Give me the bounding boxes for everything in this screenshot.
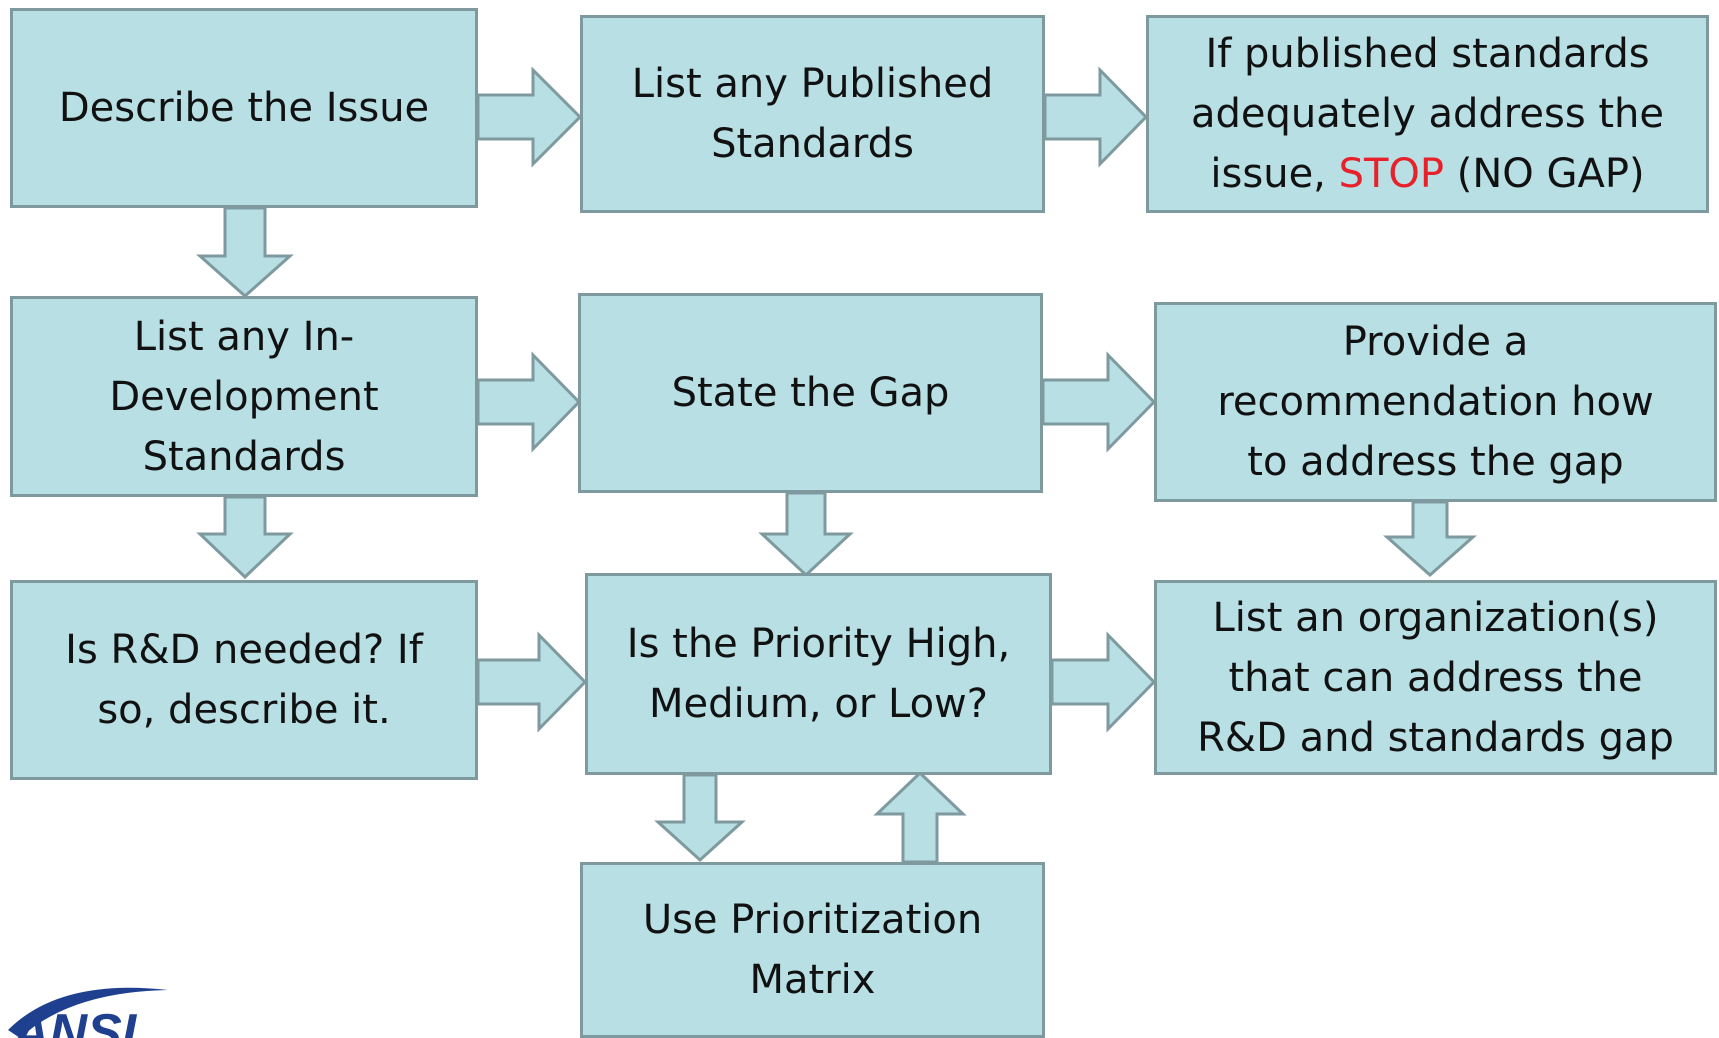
box-in-development-standards-label: List any In-Development Standards <box>109 313 379 480</box>
box-organizations: List an organization(s) that can address… <box>1154 580 1717 775</box>
box-published-standards-label: List any Published Standards <box>631 61 994 167</box>
box-prioritization-matrix-label: Use Prioritization Matrix <box>642 897 983 1003</box>
arrow-down-recommendation-to-organizations <box>1383 500 1477 578</box>
box-stop-no-gap: If published standards adequately addres… <box>1146 15 1709 213</box>
arrow-down-gap-to-priority <box>758 491 854 578</box>
arrow-up-matrix-to-priority <box>873 770 967 864</box>
arrow-right-describe-to-published <box>476 66 583 168</box>
box-published-standards: List any Published Standards <box>580 15 1045 213</box>
box-in-development-standards: List any In-Development Standards <box>10 296 478 497</box>
box-recommendation: Provide a recommendation how to address … <box>1154 302 1717 502</box>
box-recommendation-label: Provide a recommendation how to address … <box>1217 319 1654 485</box>
box-describe-issue-label: Describe the Issue <box>58 85 430 131</box>
box-prioritization-matrix: Use Prioritization Matrix <box>580 862 1045 1038</box>
arrow-down-describe-to-indev <box>196 206 294 299</box>
box-state-gap: State the Gap <box>578 293 1043 493</box>
ansi-logo-text: ANSI <box>10 1004 138 1038</box>
arrow-right-indev-to-gap <box>476 351 582 453</box>
arrow-down-indev-to-rd <box>196 495 294 580</box>
stop-text-before: If published standards adequately addres… <box>1190 31 1665 197</box>
box-rd-needed: Is R&D needed? If so, describe it. <box>10 580 478 780</box>
stop-keyword: STOP <box>1338 151 1445 197</box>
stop-text-after: (NO GAP) <box>1444 151 1645 197</box>
box-organizations-label: List an organization(s) that can address… <box>1197 594 1674 761</box>
arrow-right-gap-to-recommendation <box>1041 351 1157 453</box>
arrow-down-priority-to-matrix <box>654 773 746 863</box>
box-rd-needed-label: Is R&D needed? If so, describe it. <box>65 627 423 733</box>
box-priority-label: Is the Priority High, Medium, or Low? <box>626 621 1011 727</box>
box-state-gap-label: State the Gap <box>671 370 950 416</box>
arrow-right-published-to-stop <box>1043 66 1149 168</box>
arrow-right-rd-to-priority <box>476 631 588 733</box>
box-describe-issue: Describe the Issue <box>10 8 478 208</box>
arrow-right-priority-to-organizations <box>1050 631 1157 733</box>
box-priority: Is the Priority High, Medium, or Low? <box>585 573 1052 775</box>
box-stop-no-gap-label: If published standards adequately addres… <box>1173 24 1683 204</box>
